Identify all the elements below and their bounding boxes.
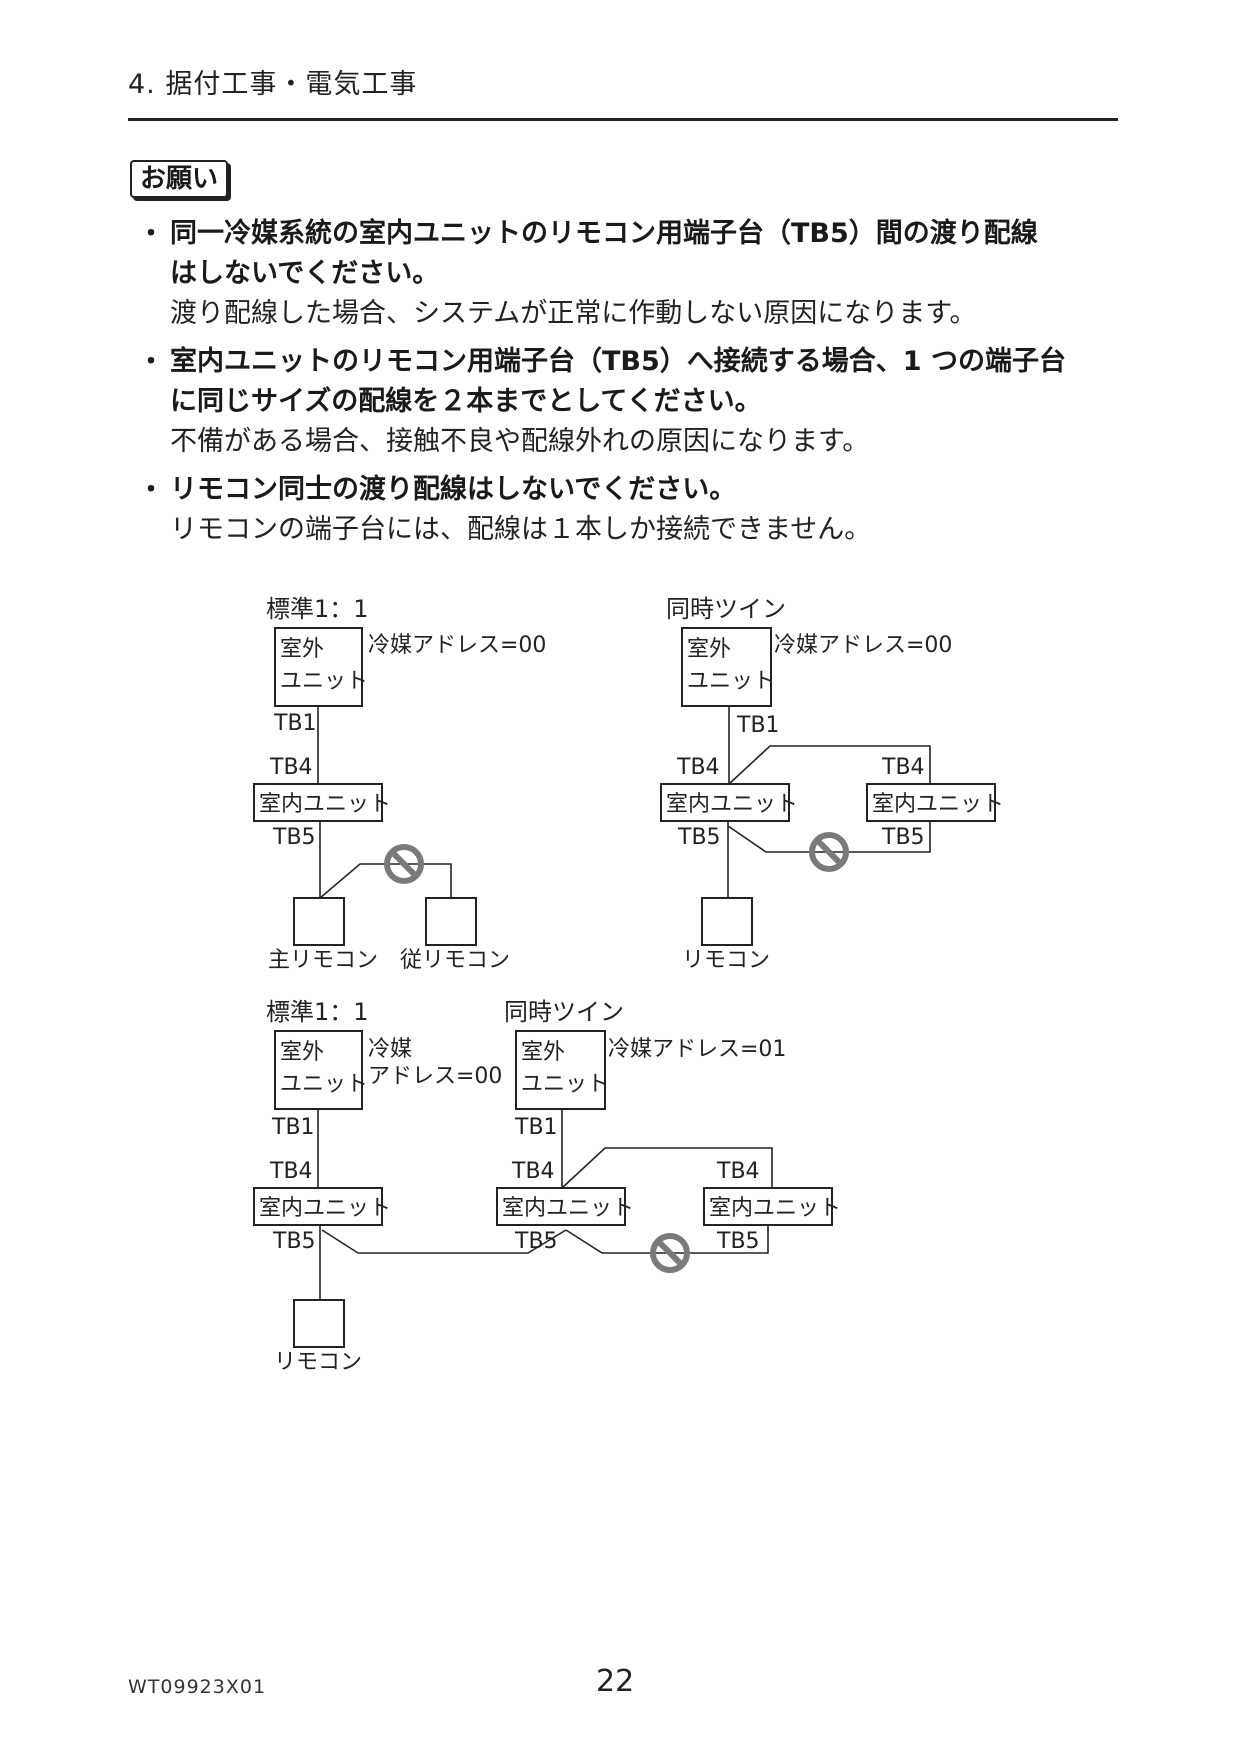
diagram-top-right: 同時ツイン 室外 ユニット 冷媒アドレス=00 TB1 TB4 TB4 室内ユニ…	[660, 595, 1004, 973]
caution-note: リモコンの端子台には、配線は１本しか接続できません。	[170, 514, 872, 545]
refrigerant-address: 冷媒アドレス=00	[774, 633, 952, 658]
bullet-dot-icon: ・	[138, 347, 165, 377]
terminal-label: TB4	[881, 755, 925, 780]
diagram-title: 同時ツイン	[504, 998, 624, 1026]
caution-note: 渡り配線した場合、システムが正常に作動しない原因になります。	[170, 298, 977, 329]
document-code: WT09923X01	[128, 1676, 267, 1698]
terminal-label: TB4	[269, 755, 313, 780]
indoor-unit-label: 室内ユニット	[872, 792, 1004, 817]
indoor-unit-box	[866, 783, 996, 822]
page-number: 22	[596, 1664, 635, 1699]
refrigerant-address: 冷媒アドレス=01	[608, 1037, 786, 1062]
header-rule	[128, 118, 1118, 121]
notice-badge: お願い	[130, 160, 229, 198]
terminal-label: TB5	[514, 1229, 558, 1254]
remote-label: 主リモコン	[268, 948, 378, 973]
caution-heading: 室内ユニットのリモコン用端子台（TB5）へ接続する場合、1 つの端子台 に同じサ…	[170, 346, 1066, 417]
caution-item: ・ 室内ユニットのリモコン用端子台（TB5）へ接続する場合、1 つの端子台 に同…	[136, 342, 1126, 462]
transmission-wire	[561, 1147, 773, 1189]
remote-box	[701, 897, 753, 946]
diagram-bottom-left: 標準1：1 室外 ユニット 冷媒 アドレス=00 TB1 TB4 室内ユニット …	[253, 998, 567, 1375]
outdoor-unit-label: ユニット	[521, 1072, 609, 1097]
remote-box	[425, 897, 477, 946]
refrigerant-address: 冷媒アドレス=00	[368, 633, 546, 658]
terminal-label: TB4	[676, 755, 720, 780]
diagram-top-left: 標準1：1 室外 ユニット 冷媒アドレス=00 TB1 TB4 室内ユニット T…	[253, 595, 546, 973]
diagram-title: 同時ツイン	[666, 595, 786, 623]
caution-list: ・ 同一冷媒系統の室内ユニットのリモコン用端子台（TB5）間の渡り配線 はしない…	[136, 214, 1126, 558]
transmission-wire	[728, 745, 931, 785]
indoor-unit-box	[253, 1187, 383, 1226]
section-title: 4. 据付工事・電気工事	[128, 69, 418, 100]
outdoor-unit-label: ユニット	[687, 669, 775, 694]
terminal-label: TB4	[716, 1159, 760, 1184]
terminal-label: TB5	[881, 825, 925, 850]
outdoor-unit-box	[681, 627, 772, 707]
terminal-label: TB4	[511, 1159, 555, 1184]
indoor-unit-label: 室内ユニット	[259, 1196, 391, 1221]
indoor-unit-label: 室内ユニット	[259, 792, 391, 817]
outdoor-unit-label: 室外	[280, 637, 324, 662]
caution-heading: 同一冷媒系統の室内ユニットのリモコン用端子台（TB5）間の渡り配線 はしないでく…	[170, 218, 1038, 289]
bullet-dot-icon: ・	[138, 475, 165, 505]
indoor-unit-label: 室内ユニット	[502, 1196, 634, 1221]
outdoor-unit-box	[274, 627, 363, 707]
terminal-label: TB5	[677, 825, 721, 850]
terminal-label: TB5	[272, 825, 316, 850]
indoor-unit-label: 室内ユニット	[709, 1196, 841, 1221]
diagram-title: 標準1：1	[266, 998, 369, 1026]
remote-label: リモコン	[682, 948, 770, 973]
diagram-bottom-right: 同時ツイン 室外 ユニット 冷媒アドレス=01 TB1 TB4 TB4 室内ユニ…	[496, 998, 841, 1270]
indoor-unit-label: 室内ユニット	[666, 792, 798, 817]
remote-label: 従リモコン	[400, 948, 510, 973]
indoor-unit-box	[660, 783, 790, 822]
refrigerant-address: 冷媒	[368, 1037, 412, 1062]
refrigerant-address: アドレス=00	[368, 1064, 502, 1089]
outdoor-unit-label: 室外	[687, 637, 731, 662]
tb5-link-wire	[321, 1229, 567, 1254]
indoor-unit-box	[496, 1187, 626, 1226]
terminal-label: TB4	[269, 1159, 313, 1184]
remote-box	[293, 897, 345, 946]
bullet-dot-icon: ・	[138, 219, 165, 249]
remote-box	[293, 1299, 345, 1348]
caution-note: 不備がある場合、接触不良や配線外れの原因になります。	[170, 426, 870, 457]
outdoor-unit-box	[515, 1030, 606, 1110]
caution-heading: リモコン同士の渡り配線はしないでください。	[170, 474, 737, 505]
terminal-label: TB5	[716, 1229, 760, 1254]
caution-item: ・ 同一冷媒系統の室内ユニットのリモコン用端子台（TB5）間の渡り配線 はしない…	[136, 214, 1126, 334]
indoor-unit-box	[253, 783, 383, 822]
terminal-label: TB1	[271, 1115, 315, 1140]
outdoor-unit-label: ユニット	[280, 669, 368, 694]
outdoor-unit-label: ユニット	[280, 1072, 368, 1097]
diagram-title: 標準1：1	[266, 595, 369, 623]
terminal-label: TB1	[273, 711, 317, 736]
caution-item: ・ リモコン同士の渡り配線はしないでください。 リモコンの端子台には、配線は１本…	[136, 470, 1126, 550]
outdoor-unit-label: 室外	[521, 1040, 565, 1065]
remote-label: リモコン	[274, 1350, 362, 1375]
outdoor-unit-label: 室外	[280, 1040, 324, 1065]
terminal-label: TB1	[736, 713, 780, 738]
terminal-label: TB1	[514, 1115, 558, 1140]
terminal-label: TB5	[272, 1229, 316, 1254]
